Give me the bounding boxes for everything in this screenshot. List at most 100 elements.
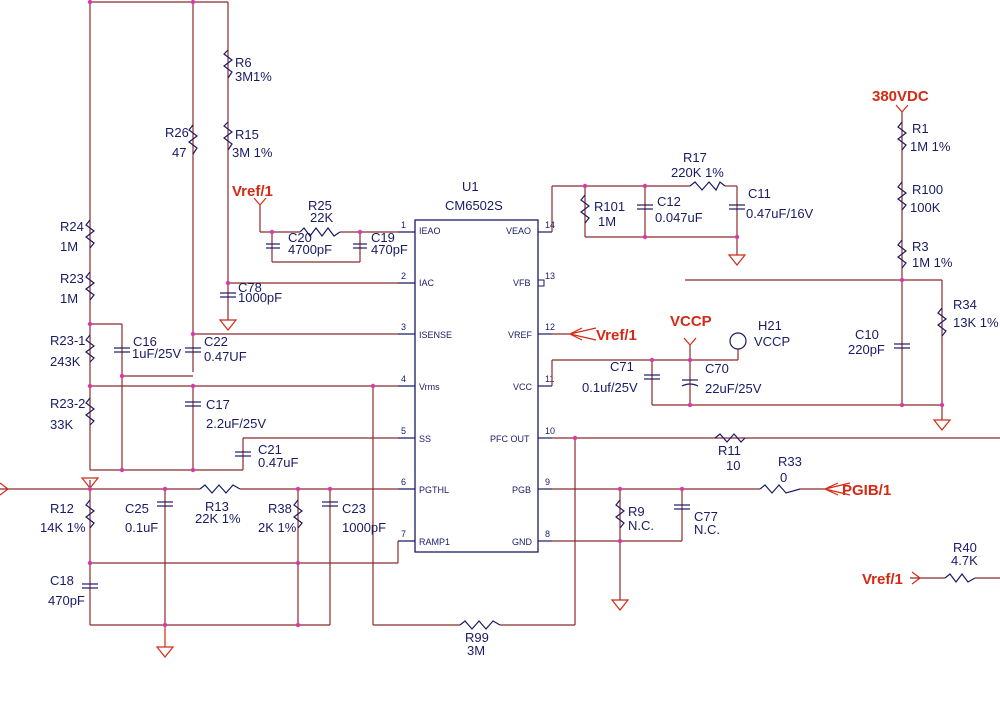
svg-text:220K 1%: 220K 1%: [671, 165, 724, 180]
svg-text:C25: C25: [125, 501, 149, 516]
svg-text:R23: R23: [60, 271, 84, 286]
svg-text:C17: C17: [206, 397, 230, 412]
ic-ref: U1: [462, 179, 479, 194]
svg-text:R17: R17: [683, 150, 707, 165]
svg-text:C20: C20: [288, 230, 312, 245]
svg-text:13K 1%: 13K 1%: [953, 315, 999, 330]
svg-text:243K: 243K: [50, 354, 81, 369]
net-label-380vdc: 380VDC: [872, 88, 929, 105]
pin-number: 2: [401, 271, 406, 281]
svg-text:C19: C19: [371, 230, 395, 245]
svg-text:R6: R6: [235, 55, 252, 70]
pin-name: VREF: [508, 330, 533, 340]
wires: [0, 0, 1000, 626]
svg-text:220pF: 220pF: [848, 342, 885, 357]
pin-number: 12: [545, 322, 555, 332]
pin-name: IEAO: [419, 226, 441, 236]
svg-text:H21: H21: [758, 318, 782, 333]
net-label-vref: Vref/1: [862, 571, 903, 588]
svg-text:R99: R99: [465, 630, 489, 645]
svg-text:1M 1%: 1M 1%: [910, 139, 951, 154]
svg-text:R25: R25: [308, 198, 332, 213]
svg-text:R38: R38: [268, 501, 292, 516]
svg-text:C18: C18: [50, 573, 74, 588]
pin-number: 14: [545, 220, 555, 230]
ic-part: CM6502S: [445, 198, 503, 213]
pin-number: 11: [545, 374, 554, 384]
svg-text:C12: C12: [657, 194, 681, 209]
junction-dots: [87, 0, 945, 628]
svg-text:0.47uF: 0.47uF: [258, 455, 299, 470]
svg-text:2.2uF/25V: 2.2uF/25V: [206, 416, 266, 431]
svg-text:R26: R26: [165, 125, 189, 140]
resistors: [85, 49, 976, 630]
svg-text:R3: R3: [912, 239, 929, 254]
svg-text:R13: R13: [205, 499, 229, 514]
svg-text:3M 1%: 3M 1%: [232, 145, 273, 160]
pin-name: PFC OUT: [490, 434, 530, 444]
svg-text:R100: R100: [912, 182, 943, 197]
pin-name: RAMP1: [419, 537, 450, 547]
pin-name: PGTHL: [419, 485, 449, 495]
pin-name: PGB: [512, 485, 531, 495]
pin-name: GND: [512, 537, 533, 547]
net-label-vref: Vref/1: [232, 183, 273, 200]
net-label-vref: Vref/1: [596, 327, 637, 344]
pin-name: SS: [419, 434, 431, 444]
ground-symbols: [80, 254, 952, 658]
svg-text:R23-2: R23-2: [50, 396, 85, 411]
svg-text:470pF: 470pF: [48, 593, 85, 608]
svg-text:1M 1%: 1M 1%: [912, 255, 953, 270]
svg-text:N.C.: N.C.: [628, 518, 654, 533]
svg-text:22uF/25V: 22uF/25V: [705, 381, 762, 396]
pin-name: Vrms: [419, 382, 440, 392]
svg-text:100K: 100K: [910, 200, 941, 215]
svg-text:VCCP: VCCP: [754, 334, 790, 349]
svg-text:22K: 22K: [310, 210, 333, 225]
svg-text:C71: C71: [610, 359, 634, 374]
pin-name: VEAO: [506, 226, 531, 236]
svg-text:4.7K: 4.7K: [951, 553, 978, 568]
svg-text:1000pF: 1000pF: [342, 520, 386, 535]
h21-testpoint-icon: [729, 332, 747, 350]
net-arrows: [0, 104, 921, 585]
pin-number: 10: [545, 426, 555, 436]
svg-text:C10: C10: [855, 327, 879, 342]
svg-text:C70: C70: [705, 361, 729, 376]
pin-name: IAC: [419, 278, 435, 288]
svg-text:14K 1%: 14K 1%: [40, 520, 86, 535]
svg-text:C11: C11: [748, 186, 771, 201]
svg-text:0.047uF: 0.047uF: [655, 210, 703, 225]
svg-text:C21: C21: [258, 442, 282, 457]
svg-text:R33: R33: [778, 454, 802, 469]
svg-text:N.C.: N.C.: [694, 522, 720, 537]
svg-text:0.1uf/25V: 0.1uf/25V: [582, 380, 638, 395]
svg-text:C23: C23: [342, 501, 366, 516]
pin-number: 6: [401, 477, 406, 487]
pin-name: VFB: [513, 278, 531, 288]
svg-text:1M: 1M: [60, 239, 78, 254]
pin-number: 1: [401, 220, 406, 230]
svg-text:10: 10: [726, 458, 740, 473]
svg-text:0.1uF: 0.1uF: [125, 520, 158, 535]
svg-text:R9: R9: [628, 504, 645, 519]
svg-text:1M: 1M: [60, 291, 78, 306]
pin-number: 9: [545, 477, 550, 487]
svg-text:C78: C78: [238, 280, 262, 295]
svg-text:C22: C22: [204, 334, 228, 349]
svg-text:3M: 3M: [467, 643, 485, 658]
svg-text:0.47UF: 0.47UF: [204, 349, 247, 364]
svg-text:C16: C16: [133, 334, 157, 349]
svg-text:33K: 33K: [50, 417, 73, 432]
svg-text:1000pF: 1000pF: [238, 290, 282, 305]
svg-text:R40: R40: [953, 540, 977, 555]
svg-text:1uF/25V: 1uF/25V: [132, 346, 181, 361]
svg-text:R15: R15: [235, 127, 259, 142]
svg-text:2K 1%: 2K 1%: [258, 520, 297, 535]
svg-text:0.47uF/16V: 0.47uF/16V: [746, 206, 814, 221]
svg-text:R34: R34: [953, 297, 977, 312]
net-label-vccp: VCCP: [670, 313, 712, 330]
